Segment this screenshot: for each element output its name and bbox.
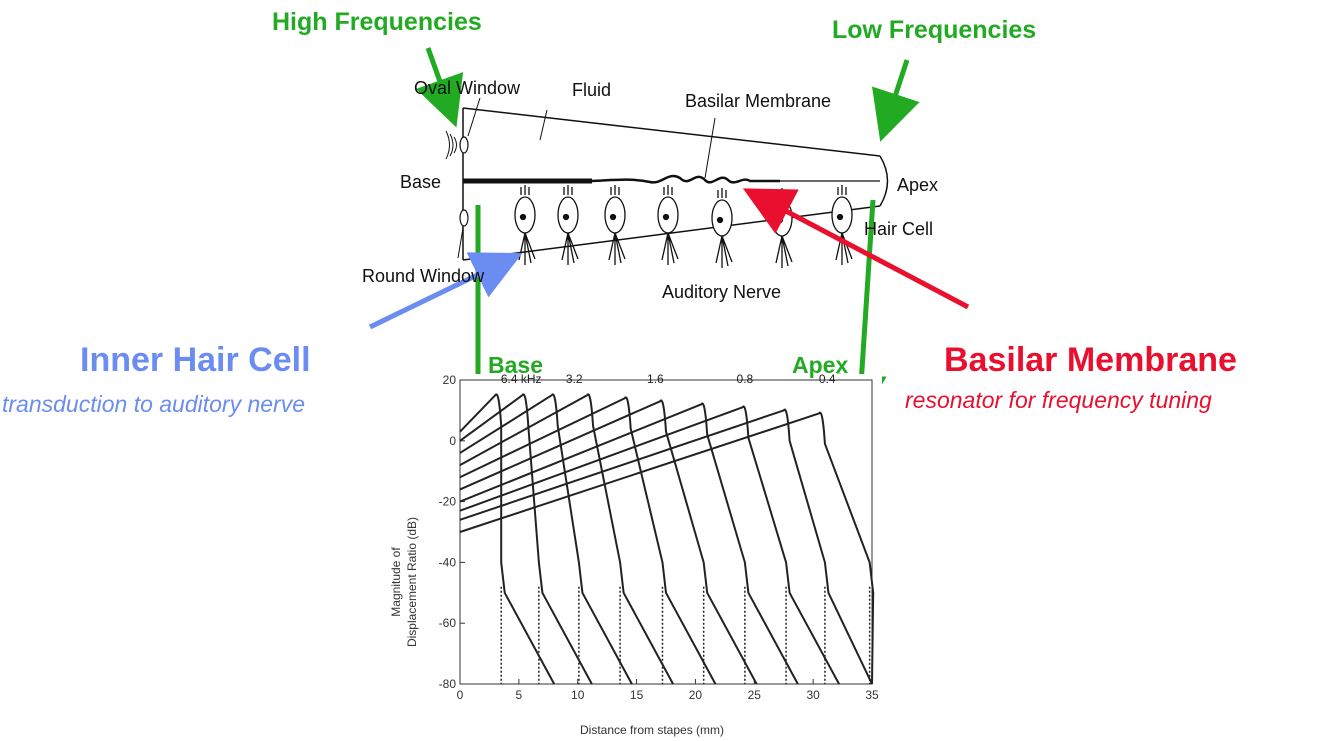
- upper-wall: [462, 107, 881, 157]
- frequency-label: 0.4: [819, 374, 836, 386]
- x-tick-label: 10: [571, 688, 585, 702]
- displacement-chart: 0 5 10 15 20 25 30 35 20 0 -20 -40 -60 -80 6.4 kHz 3.2 1…: [372, 374, 882, 741]
- y-tick-label: -60: [439, 616, 457, 630]
- frequency-label: 1.6: [647, 374, 664, 386]
- hair-cells: [514, 185, 853, 268]
- graph-base-label: Base: [488, 352, 543, 378]
- x-tick-label: 0: [457, 688, 464, 702]
- oval-window-label: Oval Window: [414, 78, 521, 98]
- fluid-label: Fluid: [572, 80, 612, 100]
- x-tick-label: 20: [689, 688, 703, 702]
- graph-apex-label: Apex: [792, 352, 849, 378]
- y-axis-label-2: Displacement Ratio (dB): [405, 517, 419, 647]
- frequency-label: 0.8: [737, 374, 754, 386]
- response-curve: [459, 396, 717, 685]
- low-frequencies-label: Low Frequencies: [832, 16, 1037, 44]
- basilar-membrane-subtitle: resonator for frequency tuning: [905, 387, 1212, 413]
- inner-hair-cell-title: Inner Hair Cell: [80, 341, 311, 379]
- round-window-label: Round Window: [362, 266, 485, 286]
- frequency-label: 3.2: [566, 374, 583, 386]
- x-tick-label: 25: [748, 688, 762, 702]
- basilar-membrane-title: Basilar Membrane: [944, 341, 1237, 379]
- inner-hair-cell-subtitle: transduction to auditory nerve: [2, 391, 306, 417]
- base-label: Base: [400, 172, 442, 192]
- round-window-shape: [459, 209, 469, 227]
- x-tick-label: 15: [630, 688, 644, 702]
- response-curve: [459, 408, 873, 685]
- y-tick-label: -80: [439, 677, 457, 691]
- oval-window-shape: [459, 136, 469, 154]
- response-curve: [459, 393, 556, 685]
- high-freq-arrow: [416, 47, 464, 128]
- response-curve: [459, 411, 875, 685]
- basilar-membrane-wave: [591, 174, 780, 184]
- response-curve: [459, 405, 840, 685]
- apex-label: Apex: [897, 175, 939, 195]
- apex-end: [879, 155, 889, 207]
- response-curve: [459, 402, 799, 685]
- inner-hair-cell-arrow: [368, 252, 523, 330]
- x-tick-label: 30: [806, 688, 820, 702]
- x-tick-label: 35: [865, 688, 879, 702]
- x-tick-label: 5: [516, 688, 523, 702]
- response-curve: [459, 393, 633, 685]
- response-curve: [459, 393, 593, 685]
- sound-wave-icon: [445, 130, 457, 160]
- basilar-membrane-label: Basilar Membrane: [685, 91, 832, 111]
- y-tick-label: 0: [449, 434, 456, 448]
- response-curve: [459, 393, 674, 685]
- x-axis-label: Distance from stapes (mm): [580, 723, 724, 737]
- low-freq-arrow: [872, 59, 920, 142]
- hair-cell-label: Hair Cell: [864, 219, 934, 239]
- auditory-nerve-label: Auditory Nerve: [662, 282, 782, 302]
- y-tick-label: -20: [439, 495, 457, 509]
- basilar-membrane-arrow: [742, 188, 970, 310]
- y-tick-label: -40: [439, 555, 457, 569]
- response-curve: [459, 399, 758, 685]
- apex-down-arrow: [836, 199, 887, 425]
- y-axis-label-1: Magnitude of: [389, 547, 403, 617]
- frequency-label: 6.4 kHz: [501, 374, 542, 386]
- high-frequencies-label: High Frequencies: [272, 8, 482, 36]
- y-tick-label: 20: [443, 374, 457, 387]
